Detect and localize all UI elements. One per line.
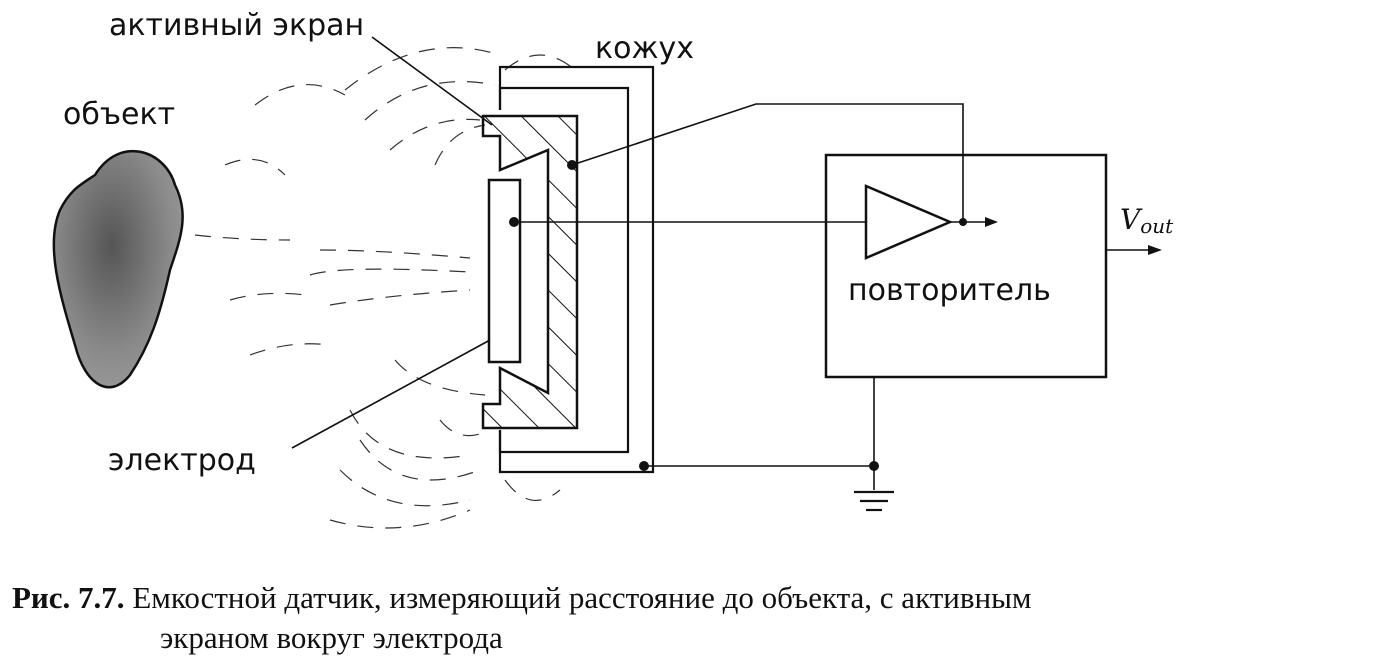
electrode-junction [509, 217, 519, 227]
vout-sub: out [1140, 214, 1174, 238]
caption-text-line1: Емкостной датчик, измеряющий расстояние … [132, 580, 1032, 615]
label-active-shield: активный экран [109, 8, 364, 43]
field-lines [194, 47, 576, 529]
label-vout: Vout [1120, 203, 1174, 238]
ground-junction [869, 461, 879, 471]
active-shield [481, 114, 579, 430]
object-blob [52, 149, 184, 389]
shield-junction [567, 160, 577, 170]
wiring [291, 36, 1162, 490]
figure-caption-line1: Рис. 7.7. Емкостной датчик, измеряющий р… [12, 580, 1032, 616]
electrode [487, 178, 522, 364]
housing-junction [639, 461, 649, 471]
label-electrode: электрод [108, 443, 256, 478]
figure-number: Рис. 7.7. [12, 580, 125, 615]
vout-arrowhead [1148, 245, 1162, 255]
label-follower: повторитель [848, 273, 1051, 308]
housing [498, 65, 655, 474]
output-arrowhead [985, 217, 998, 227]
figure-caption-line2: экраном вокруг электрода [160, 620, 503, 656]
label-housing: кожух [595, 31, 694, 66]
ground-icon [854, 490, 894, 512]
caption-text-line2: экраном вокруг электрода [160, 620, 503, 655]
vout-main: V [1120, 203, 1143, 236]
label-object: объект [63, 97, 175, 132]
housing-inner [498, 86, 630, 454]
